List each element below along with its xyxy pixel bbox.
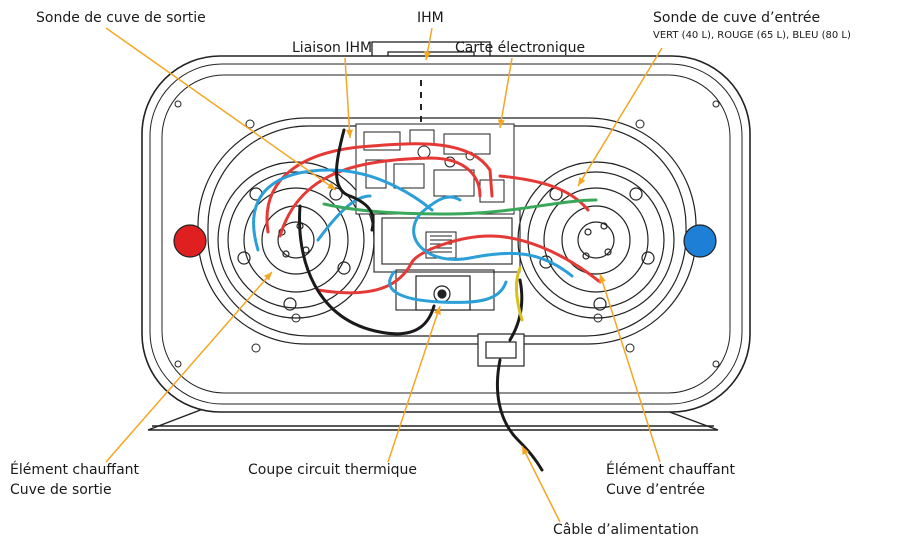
- label-coupe-circuit: Coupe circuit thermique: [248, 462, 417, 478]
- label-sonde-entree: Sonde de cuve d’entrée: [653, 10, 821, 26]
- casing-screws: [174, 100, 720, 368]
- wire-black-4: [495, 358, 544, 472]
- wire-red-4: [498, 174, 590, 212]
- label-element-entree-1: Élément chauffant: [606, 462, 736, 478]
- wire-yellow: [514, 266, 524, 322]
- label-element-sortie-1: Élément chauffant: [10, 462, 140, 478]
- wire-red-1: [265, 142, 494, 234]
- wire-red-3: [316, 234, 602, 295]
- leader-coupe-circuit: [387, 305, 441, 463]
- cold-inlet-indicator: [683, 224, 717, 258]
- label-element-sortie-2: Cuve de sortie: [10, 482, 112, 498]
- leader-liaison-ihm: [344, 57, 353, 139]
- wiring: [252, 128, 602, 472]
- label-carte-electronique: Carte électronique: [455, 40, 586, 56]
- wire-black-3: [508, 278, 524, 342]
- wire-blue-1: [252, 168, 434, 252]
- leader-cable: [521, 445, 561, 523]
- wire-black-1: [335, 128, 375, 232]
- label-sonde-entree-colors: VERT (40 L), ROUGE (65 L), BLEU (80 L): [653, 30, 851, 41]
- wire-blue-2: [412, 195, 574, 278]
- hot-outlet-indicator: [173, 224, 207, 258]
- label-element-entree-2: Cuve d’entrée: [606, 482, 705, 498]
- wire-red-2: [278, 156, 482, 238]
- leader-element-sortie: [105, 271, 273, 463]
- wire-black-2: [298, 204, 436, 336]
- leader-sonde-sortie: [105, 27, 337, 191]
- label-liaison-ihm: Liaison IHM: [292, 40, 373, 56]
- left-heating-element: [217, 161, 375, 319]
- label-ihm: IHM: [417, 10, 444, 26]
- leader-element-entree: [599, 273, 661, 463]
- thermal-cutout: [415, 275, 471, 311]
- leader-ihm: [424, 27, 433, 61]
- leader-sonde-entree: [577, 47, 663, 187]
- callout-leaders: [105, 27, 663, 523]
- label-sonde-sortie: Sonde de cuve de sortie: [36, 10, 206, 26]
- leader-carte: [497, 57, 513, 129]
- label-cable-alimentation: Câble d’alimentation: [553, 522, 699, 538]
- wire-green: [322, 198, 598, 216]
- wire-blue-3: [388, 270, 508, 304]
